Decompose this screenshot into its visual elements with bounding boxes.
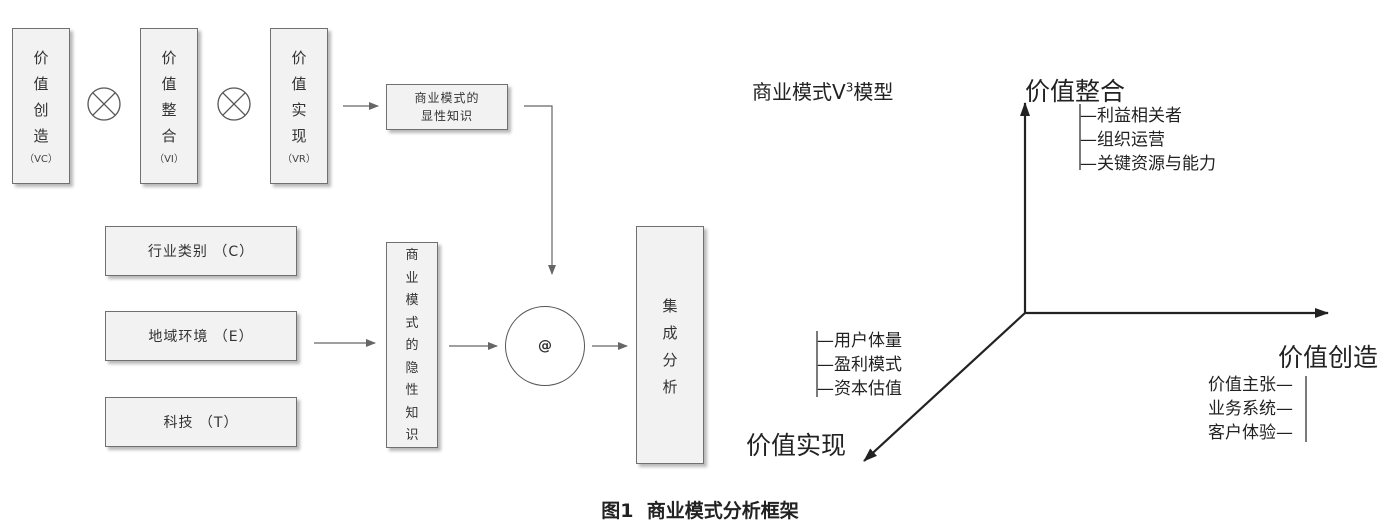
value-integration-label: 价 值 整 合 （VI） — [141, 45, 197, 167]
value-realization-code: （VR） — [282, 154, 316, 165]
at-symbol: @ — [538, 338, 552, 354]
creation-item: 价值主张— — [1208, 375, 1293, 395]
creation-item: 客户体验— — [1208, 423, 1293, 443]
value-realization-box: 价 值 实 现 （VR） — [270, 28, 328, 184]
value-creation-box: 价 值 创 造 （VC） — [12, 28, 70, 184]
regional-environment-box: 地域环境 （E） — [105, 311, 297, 361]
axis-value-realization — [863, 312, 1026, 462]
implicit-knowledge-label: 商 业 模 式 的 隐 性 知 识 — [405, 248, 419, 443]
realization-item: —盈利模式 — [817, 355, 902, 375]
creation-item: 业务系统— — [1208, 399, 1293, 419]
arrow-explicit-to-node — [524, 105, 556, 275]
explicit-knowledge-box: 商业模式的 显性知识 — [386, 84, 508, 130]
regional-environment-label: 地域环境 （E） — [148, 329, 254, 345]
value-integration-code: （VI） — [154, 154, 184, 165]
integration-item: —关键资源与能力 — [1080, 154, 1216, 174]
axis-title-integration: 价值整合 — [1025, 77, 1126, 106]
integrated-analysis-label: 集 成 分 析 — [662, 297, 678, 396]
industry-category-label: 行业类别 （C） — [147, 244, 255, 260]
explicit-knowledge-line1: 商业模式的 — [414, 91, 480, 105]
value-integration-box: 价 值 整 合 （VI） — [140, 28, 198, 184]
technology-box: 科技 （T） — [105, 397, 297, 447]
integration-item: —组织运营 — [1080, 130, 1165, 150]
realization-item: —用户体量 — [817, 331, 902, 351]
integrated-analysis-box: 集 成 分 析 — [636, 226, 704, 464]
tensor-product-icon — [87, 87, 121, 121]
value-creation-code: （VC） — [24, 154, 58, 165]
value-realization-label: 价 值 实 现 （VR） — [271, 45, 327, 167]
figure-caption: 图1 商业模式分析框架 — [601, 500, 799, 522]
explicit-knowledge-line2: 显性知识 — [420, 109, 473, 123]
industry-category-box: 行业类别 （C） — [105, 226, 297, 276]
axis-title-realization: 价值实现 — [746, 431, 847, 460]
tensor-product-icon — [217, 87, 251, 121]
model-title: 商业模式V3模型 — [752, 80, 894, 104]
technology-label: 科技 （T） — [163, 415, 239, 431]
axis-title-creation: 价值创造 — [1278, 343, 1379, 372]
integration-item: —利益相关者 — [1080, 106, 1182, 126]
realization-item: —资本估值 — [817, 379, 902, 399]
combination-node: @ — [505, 306, 585, 386]
implicit-knowledge-box: 商 业 模 式 的 隐 性 知 识 — [386, 242, 438, 448]
value-creation-label: 价 值 创 造 （VC） — [13, 45, 69, 167]
